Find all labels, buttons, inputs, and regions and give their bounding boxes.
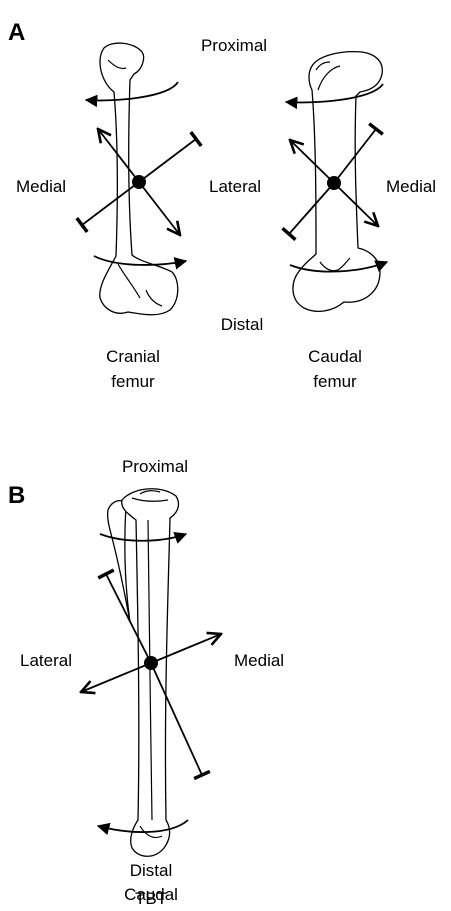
panel-b-distal-label: Distal	[130, 861, 173, 880]
caudal-femur-caption-line2: femur	[313, 372, 357, 391]
panel-a: A Proximal	[8, 19, 436, 391]
caudal-femur-caption-line1: Caudal	[308, 347, 362, 366]
panel-a-lateral-label: Lateral	[209, 177, 261, 196]
panel-a-medial-left-label: Medial	[16, 177, 66, 196]
panel-b-letter: B	[8, 482, 25, 509]
cranial-femur-pivot-dot	[132, 175, 146, 189]
panel-b-proximal-label: Proximal	[122, 457, 188, 476]
cranial-femur-caption-line1: Cranial	[106, 347, 160, 366]
panel-b-medial-label: Medial	[234, 651, 284, 670]
tbt-caption-line2-text: TBT	[135, 889, 167, 908]
panel-b: B Proximal Lateral Medial Distal Caudal …	[8, 457, 284, 904]
tibiotarsus-pivot-dot	[144, 656, 158, 670]
cranial-femur-caption-line2: femur	[111, 372, 155, 391]
panel-a-letter: A	[8, 19, 25, 46]
tibiotarsus-illustration	[108, 489, 179, 857]
cranial-femur-axes	[82, 82, 196, 265]
panel-a-medial-right-label: Medial	[386, 177, 436, 196]
caudal-femur-pivot-dot	[327, 176, 341, 190]
panel-a-proximal-label: Proximal	[201, 36, 267, 55]
tbt-caption-line2-box: TBT	[121, 889, 181, 909]
panel-b-lateral-label: Lateral	[20, 651, 72, 670]
panel-a-distal-label: Distal	[221, 315, 264, 334]
